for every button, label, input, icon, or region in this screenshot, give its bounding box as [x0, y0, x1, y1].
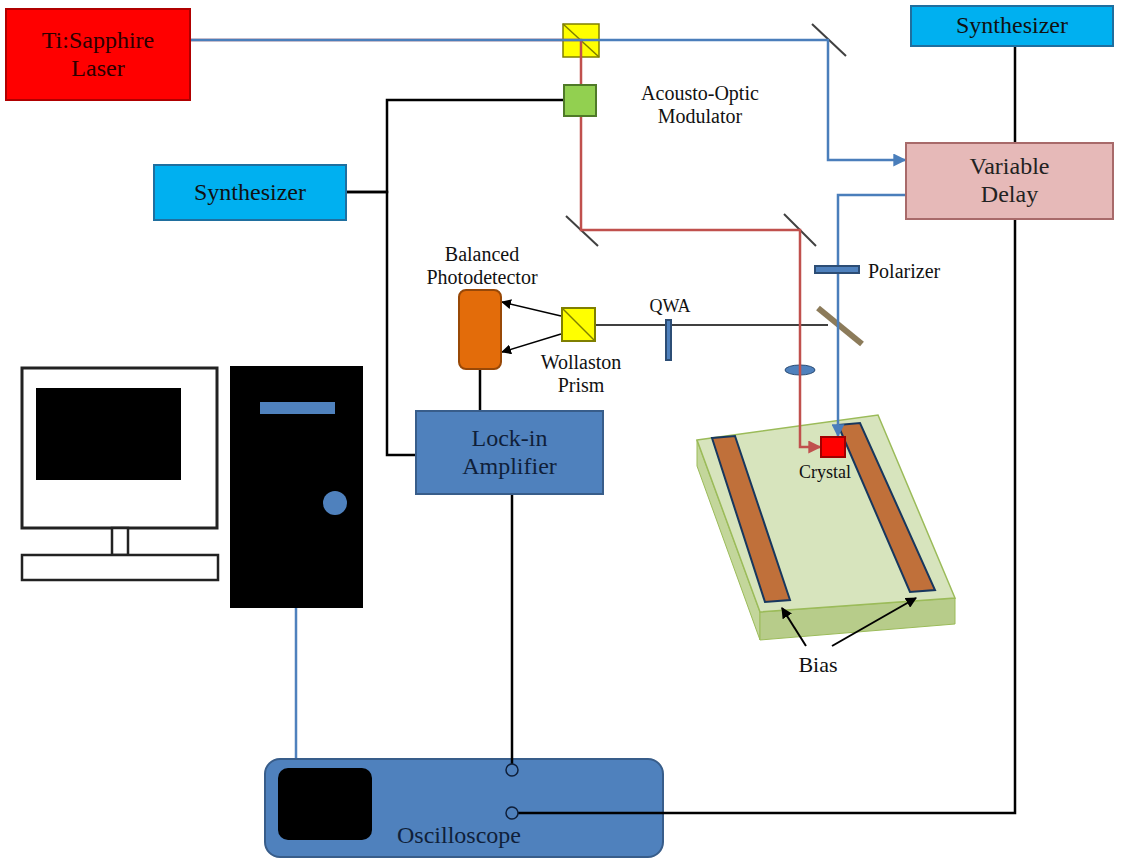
input-port	[506, 807, 518, 819]
synthesizer-box: Synthesizer	[910, 5, 1114, 47]
probe-beam	[838, 195, 905, 265]
split-beam	[502, 334, 561, 352]
node-label: Acousto-Optic Modulator	[605, 82, 795, 128]
laser-box: Ti:Sapphire Laser	[5, 8, 191, 101]
probe-beam	[672, 324, 828, 326]
bias-label: Bias	[783, 652, 853, 677]
node-label: Synthesizer	[956, 12, 1068, 40]
node-label: Lock-in Amplifier	[445, 425, 575, 480]
computer-tower	[230, 366, 363, 608]
prism-diagonal	[563, 309, 594, 340]
monitor-frame	[22, 368, 217, 528]
signal-wire	[1014, 47, 1017, 142]
node-shape	[563, 309, 598, 344]
node-label: Synthesizer	[194, 179, 306, 207]
monitor-screen	[36, 388, 181, 480]
leader-arrow	[832, 598, 916, 646]
node-label: Oscilloscope	[374, 822, 544, 850]
oscilloscope: Oscilloscope	[264, 758, 664, 858]
signal-wire	[347, 192, 415, 455]
polarizer: Polarizer	[814, 265, 860, 274]
bias-electrode	[838, 423, 935, 592]
signal-wire	[664, 220, 1015, 813]
bias-electrode	[712, 436, 790, 602]
input-port	[506, 764, 518, 776]
photodetector: Balanced Photodetector	[458, 289, 502, 370]
node-label: Balanced Photodetector	[402, 243, 562, 289]
drive-slot	[260, 402, 335, 414]
signal-wire	[347, 100, 563, 192]
wollaston-prism: Wollaston Prism	[561, 307, 596, 342]
monitor-neck	[112, 528, 128, 555]
signal-wire	[511, 495, 514, 758]
monitor-base	[22, 555, 218, 580]
probe-beam	[837, 274, 840, 436]
synthesizer-box: Synthesizer	[153, 164, 347, 221]
modulator-box: Acousto-Optic Modulator	[563, 84, 597, 117]
pump-beam	[191, 40, 581, 84]
wire-stub	[518, 812, 664, 815]
node-label: QWA	[640, 296, 700, 317]
node-label: Polarizer	[868, 260, 968, 283]
power-button	[323, 491, 347, 515]
crystal: Crystal	[820, 436, 846, 458]
node-label: Wollaston Prism	[526, 351, 636, 397]
delay-box: Variable Delay	[905, 142, 1114, 220]
leader-arrow	[782, 608, 806, 646]
node-label: Crystal	[790, 462, 860, 483]
node-label: Variable Delay	[955, 153, 1065, 208]
scope-screen	[278, 768, 372, 840]
pump-beam	[581, 117, 820, 447]
dichroic-mirror	[818, 308, 862, 344]
probe-beam	[596, 324, 665, 326]
waveplate: QWA	[665, 319, 672, 361]
signal-wire	[479, 370, 482, 410]
board-top	[697, 415, 955, 612]
wire-stub	[511, 758, 514, 764]
lock-in-box: Lock-in Amplifier	[415, 410, 604, 495]
node-label: Ti:Sapphire Laser	[23, 27, 173, 82]
split-beam	[502, 302, 561, 316]
